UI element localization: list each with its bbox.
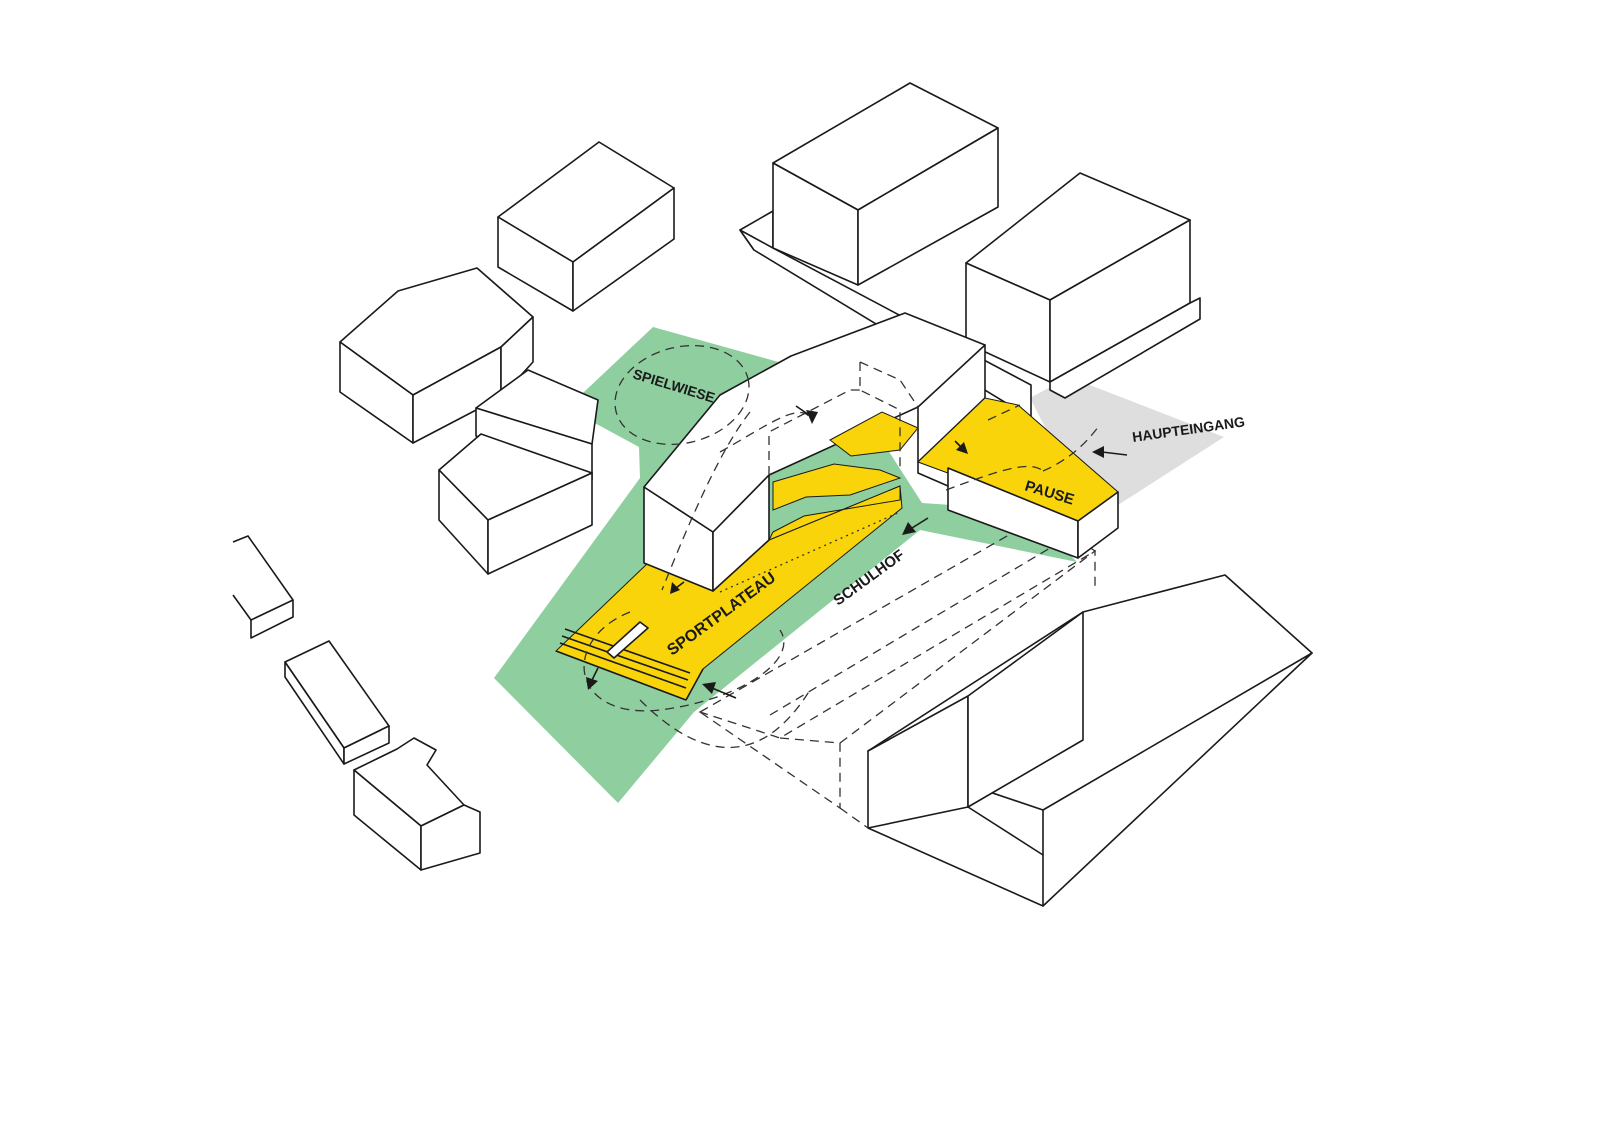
interior-floor-lower (767, 485, 901, 541)
building-middle-left-lower (438, 433, 593, 575)
plateau-opening (606, 621, 649, 659)
circulation-paths (583, 344, 1101, 749)
building-bottom-right-stepped (867, 574, 1313, 907)
arrow-icon (586, 667, 599, 690)
plateau-steps (555, 628, 704, 701)
interior-floor-upper (829, 411, 919, 457)
building-bottom-left-bar (284, 640, 390, 765)
dashed-ghost-volume (698, 515, 1097, 829)
building-bottom-left-l (353, 737, 481, 871)
school-building (555, 312, 1119, 701)
arrow-icon (702, 682, 737, 699)
circulation-arrows (586, 405, 1128, 699)
arrow-icon (902, 517, 929, 535)
building-top-right (965, 172, 1201, 399)
arrow-icon (954, 440, 968, 454)
building-far-left (232, 535, 294, 639)
arrow-icon (670, 581, 685, 594)
interior-floor-middle (772, 463, 902, 511)
arrow-icon (1092, 446, 1128, 458)
building-top-left (497, 141, 675, 312)
arrow-icon (795, 405, 818, 424)
